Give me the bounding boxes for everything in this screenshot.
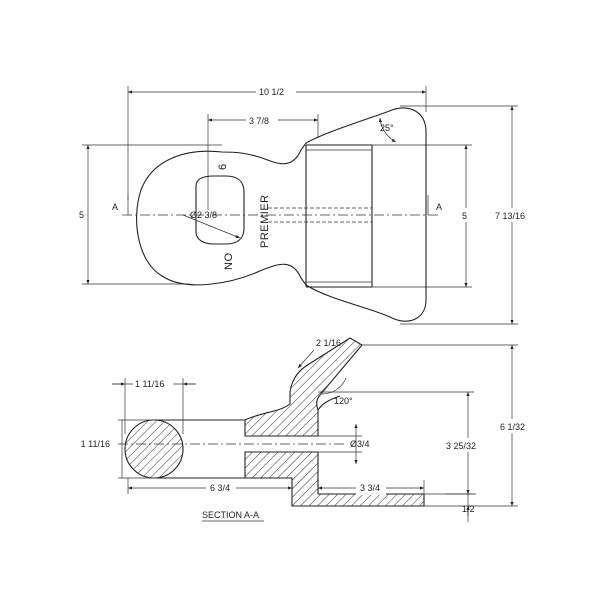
dim-plate-length: 3 3/4	[360, 483, 380, 493]
engraving-brand: PREMIER	[259, 194, 271, 248]
body-section-lower	[244, 451, 425, 507]
flange-angle-label: 120°	[334, 396, 353, 406]
dim-height-right: 5	[462, 211, 467, 221]
dim-overall-height: 7 13/16	[495, 211, 525, 221]
dim-flange-thickness-leader	[297, 349, 315, 369]
section-caption: SECTION A-A	[202, 510, 259, 520]
dim-flange-thickness: 2 1/16	[316, 338, 341, 348]
engraving-number: 6	[217, 163, 229, 170]
dim-bolt-hole: Ø3/4	[350, 439, 370, 449]
dim-ring-section-height: 1 11/16	[81, 439, 110, 449]
taper-angle-arc	[378, 117, 397, 143]
engraving-no: NO	[223, 253, 235, 271]
dim-height-to-hole: 3 25/32	[446, 441, 476, 451]
dim-height-left: 5	[79, 210, 84, 220]
dim-overall-length: 10 1/2	[259, 87, 284, 97]
section-mark-right: A	[436, 202, 442, 212]
hole-diameter-label: Ø2 3/8	[190, 210, 217, 220]
section-mark-left: A	[112, 202, 118, 212]
section-view: Ø3/4 1 11/16 1 11/16 2 1/16 120° 6 3/4 3…	[81, 337, 534, 522]
flange-angle-arc	[321, 377, 347, 395]
dim-plate-thickness: 1/2	[462, 504, 475, 514]
body-section	[244, 337, 363, 437]
dim-length-to-plate: 6 3/4	[210, 483, 230, 493]
taper-angle-label: 25°	[380, 123, 394, 133]
top-view-outline	[136, 107, 427, 322]
dim-ring-section: 1 11/16	[135, 379, 164, 389]
hole-diameter-leader	[182, 214, 241, 239]
dim-overall-height-section: 6 1/32	[500, 422, 525, 432]
ring-section	[124, 419, 184, 479]
dim-ring-length: 3 7/8	[249, 116, 269, 126]
top-view: A A 6 PREMIER NO Ø2 3/8 10 1/2 3 7/8 25°…	[79, 84, 533, 325]
